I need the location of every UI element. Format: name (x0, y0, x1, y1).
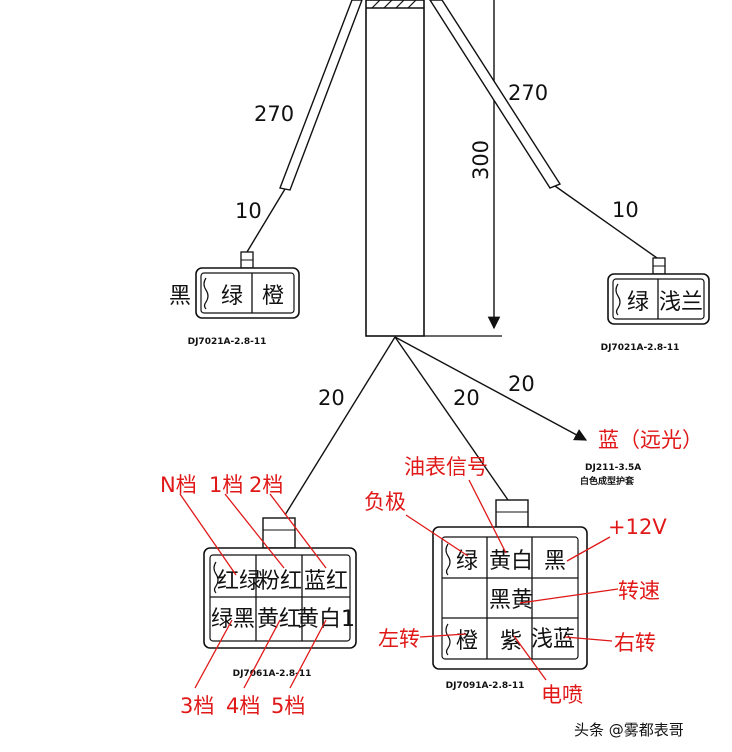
dash-cell-1: 绿 (456, 549, 478, 574)
high-beam-terminal: 蓝（远光） DJ211-3.5A 白色成型护套 (580, 428, 703, 487)
trunk-length-label: 300 (469, 140, 493, 180)
upper-right-branch: 270 10 (429, 0, 658, 259)
dash-cell-8: 紫 (500, 629, 522, 654)
high-beam-part-no: DJ211-3.5A (585, 463, 641, 473)
dash-cell-7: 橙 (456, 629, 478, 654)
upper-right-branch-length: 10 (612, 198, 639, 222)
connector-gear: 红绿 粉红 蓝红 绿黑 黄红 黄白1 DJ7061A-2.8-11 (203, 517, 357, 679)
high-beam-label: 蓝（远光） (598, 428, 703, 452)
upper-left-side-label: 黑 (169, 284, 191, 309)
harness-trunk (365, 0, 425, 337)
dash-cell-5: 黑黄 (489, 588, 533, 613)
lower-right-length: 20 (508, 372, 535, 396)
high-beam-note: 白色成型护套 (580, 475, 635, 487)
gear-cell-top-1: 红绿 (217, 569, 261, 594)
gear-n: N档 (160, 473, 197, 497)
upper-left-branch: 270 10 (235, 0, 363, 253)
gear-cell-top-2: 粉红 (258, 569, 302, 594)
upper-left-cell-2: 橙 (262, 284, 284, 309)
gear-cell-bottom-3: 黄白1 (297, 607, 355, 632)
dash-speed: 转速 (618, 579, 660, 603)
upper-left-wire-length: 270 (254, 102, 294, 126)
gear-annotations: N档 1档 2档 3档 4档 5档 (160, 473, 327, 718)
dash-fuel-signal: 油表信号 (404, 455, 488, 479)
gear-cell-bottom-2: 黄红 (257, 607, 301, 632)
upper-right-part-no: DJ7021A-2.8-11 (601, 343, 680, 353)
gear-cell-bottom-1: 绿黑 (211, 607, 255, 632)
gear-1: 1档 (209, 473, 243, 497)
gear-cell-top-3: 蓝红 (304, 569, 348, 594)
trunk-dimension: 300 (424, 0, 502, 337)
dash-cell-3: 黑 (544, 549, 566, 574)
connector-dash: 绿 黄白 黑 黑黄 橙 紫 浅蓝 DJ7091A-2.8-11 (432, 499, 588, 691)
connector-upper-right: 绿 浅兰 DJ7021A-2.8-11 (601, 257, 710, 353)
upper-left-part-no: DJ7021A-2.8-11 (188, 337, 267, 347)
gear-2: 2档 (249, 473, 283, 497)
dash-12v: +12V (608, 515, 667, 539)
upper-left-cell-1: 绿 (221, 284, 243, 309)
dash-cell-9: 浅蓝 (531, 627, 575, 652)
lower-mid-length: 20 (453, 386, 480, 410)
dash-annotations: 负极 油表信号 +12V 转速 左转 右转 电喷 (364, 455, 667, 707)
gear-3: 3档 (180, 694, 214, 718)
dash-left-turn: 左转 (378, 627, 420, 651)
gear-4: 4档 (226, 694, 260, 718)
connector-upper-left: 黑 绿 橙 DJ7021A-2.8-11 (169, 251, 300, 347)
dash-right-turn: 右转 (614, 631, 656, 655)
gear-5: 5档 (271, 694, 305, 718)
dash-cell-2: 黄白 (489, 549, 533, 574)
dash-negative: 负极 (364, 490, 406, 514)
lower-branches: 20 20 20 (284, 336, 588, 516)
upper-right-cell-1: 绿 (627, 290, 649, 315)
gear-part-no: DJ7061A-2.8-11 (233, 669, 312, 679)
lower-left-length: 20 (318, 386, 345, 410)
upper-left-branch-length: 10 (235, 199, 262, 223)
dash-part-no: DJ7091A-2.8-11 (446, 681, 525, 691)
upper-right-cell-2: 浅兰 (659, 290, 703, 315)
dash-efi: 电喷 (541, 683, 583, 707)
upper-right-wire-length: 270 (508, 81, 548, 105)
watermark: 头条 @雾都表哥 (574, 721, 684, 739)
